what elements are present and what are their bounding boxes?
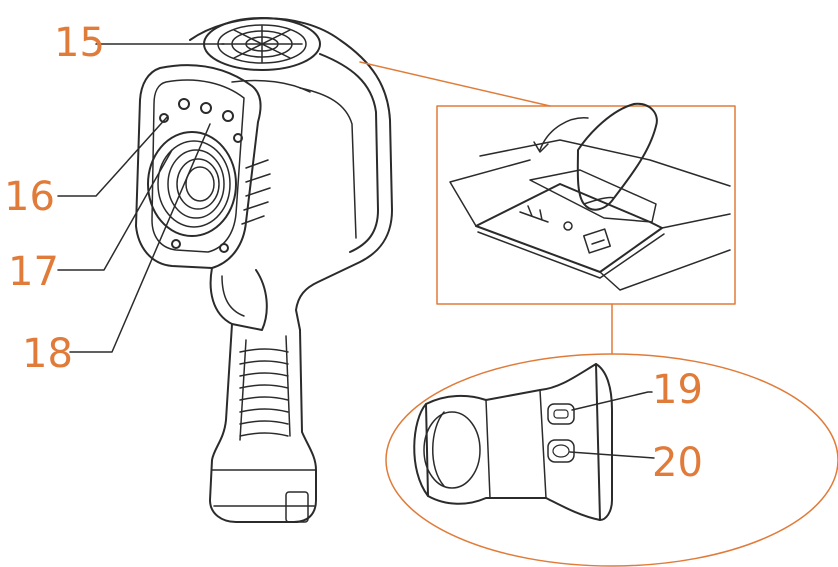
leader-lines (57, 43, 655, 459)
ports-inset (385, 353, 838, 567)
callout-20: 20 (652, 440, 703, 486)
inset-connectors (359, 61, 613, 355)
callout-17: 17 (8, 249, 59, 295)
camera-body-illustration (135, 17, 393, 523)
callout-15: 15 (54, 20, 105, 66)
callout-19: 19 (652, 367, 703, 413)
callout-16: 16 (4, 174, 55, 220)
cover-panel-inset (436, 102, 736, 305)
callout-18: 18 (22, 331, 73, 377)
